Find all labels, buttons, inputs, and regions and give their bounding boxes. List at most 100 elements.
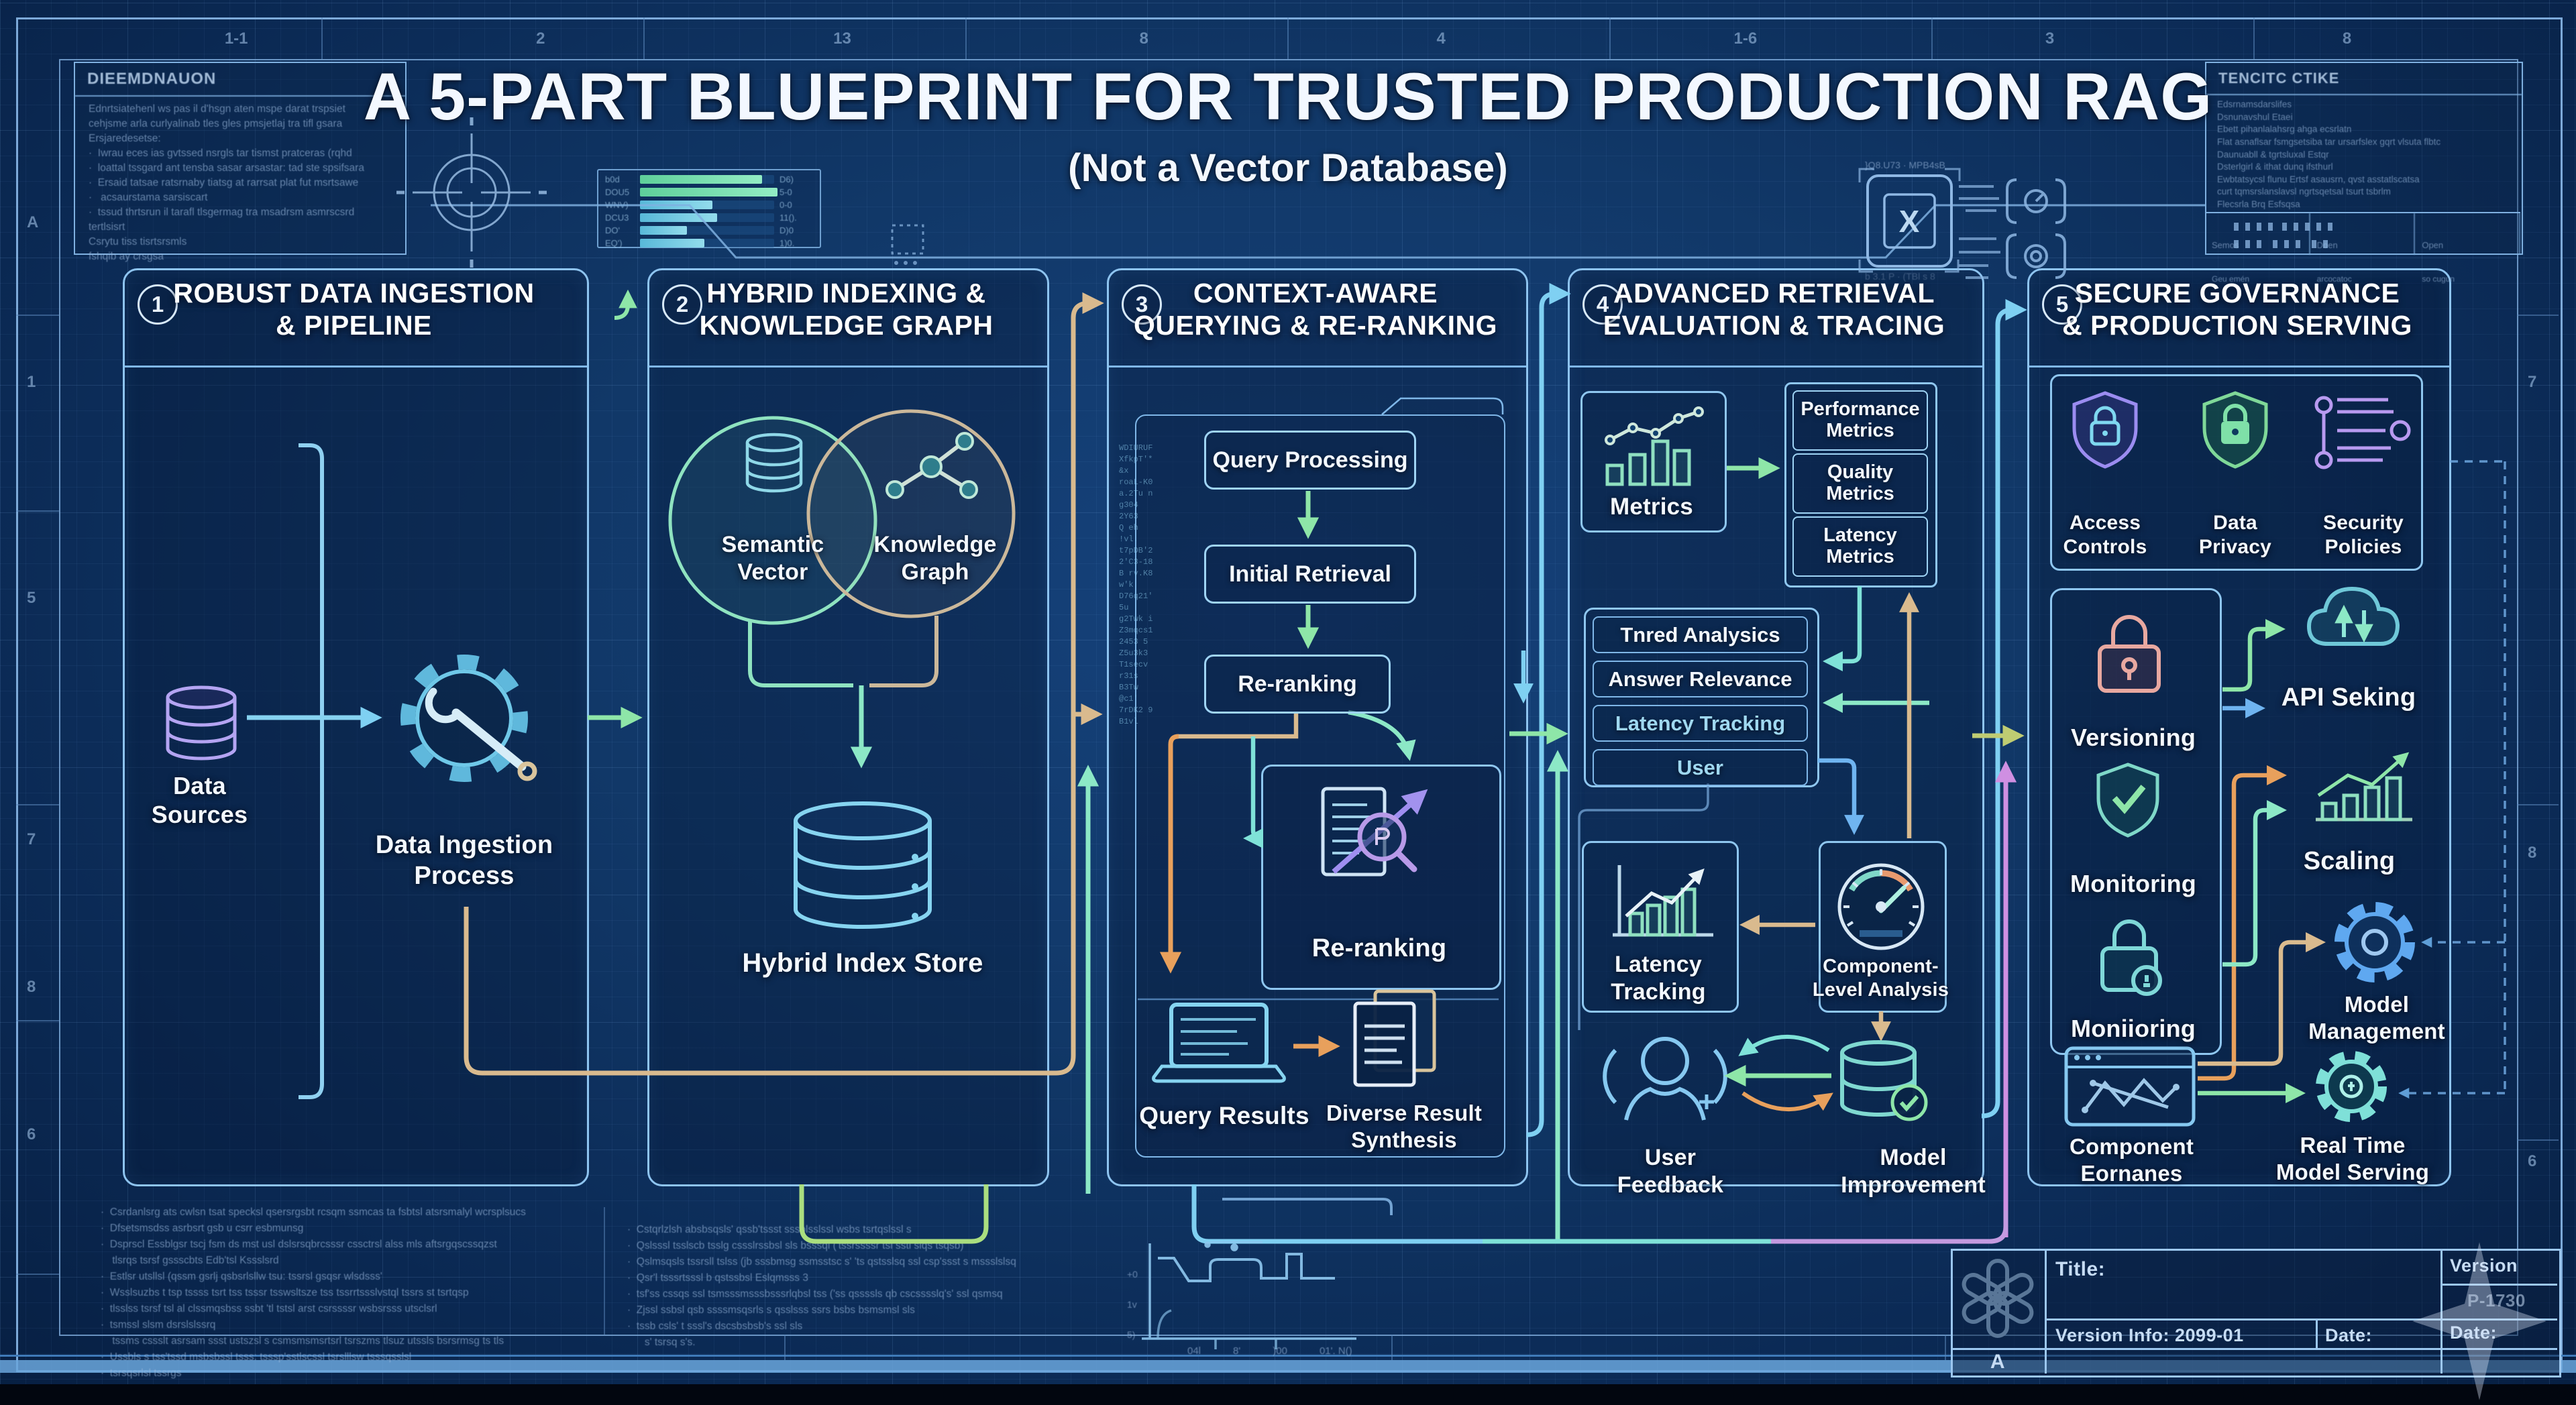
legend-bar-track (640, 213, 774, 222)
panel-3-number: 3 (1122, 284, 1162, 325)
analysis-list-box (1584, 608, 1819, 787)
panel-5-title: SECURE GOVERNANCE& PRODUCTION SERVING (2062, 278, 2412, 341)
ruler-top-label: 13 (833, 30, 851, 48)
page-subtitle: (Not a Vector Database) (1068, 146, 1508, 190)
title-block (1951, 1249, 2561, 1378)
panel-2-indexing (647, 268, 1049, 1186)
legend-bar-track (640, 200, 774, 209)
label-moniioring: Moniioring (2071, 1015, 2196, 1042)
notes-box-top-right-cells: Semos Geu emén Doen arcocatoc Open so cu… (2205, 212, 2521, 284)
legend-bar-row: b0d D6) (605, 174, 794, 184)
legend-bar-track (640, 187, 777, 196)
panel-3-header-divider (1109, 366, 1526, 368)
ruler-right-label: 6 (2528, 1152, 2537, 1170)
node-re-ranking: Re-ranking (1204, 655, 1391, 714)
footnotes-divider (604, 1207, 605, 1335)
title-block-version-value: P-1730 (2467, 1290, 2526, 1310)
ruler-left-label: A (27, 213, 39, 231)
ruler-left-label: 6 (27, 1125, 36, 1143)
panel-5-number: 5 (2042, 284, 2082, 325)
ruler-top: 1-1 2 13 8 4 1-6 3 8 (80, 23, 2496, 55)
label-component-level-analysis: Component-Level Analysis (1812, 956, 1949, 1001)
analysis-list-row: Tnred Analysics (1593, 616, 1808, 653)
page-title: A 5-PART BLUEPRINT FOR TRUSTED PRODUCTIO… (363, 59, 2213, 133)
label-monitoring: Monitoring (2070, 870, 2196, 897)
legend-bar-row: DOU5 5-0 (605, 186, 792, 197)
bottom-band (0, 1360, 2576, 1373)
ruler-right-label: 8 (2528, 844, 2537, 862)
legend-bar (640, 200, 712, 209)
label-re-ranking-detail: Re-ranking (1311, 934, 1447, 962)
legend-bar-track (640, 174, 774, 184)
legend-bar-row: EQ') 1)0. (605, 237, 795, 248)
ruler-top-label: 8 (2342, 30, 2352, 48)
panel-2-title: HYBRID INDEXING &KNOWLEDGE GRAPH (699, 278, 994, 341)
panel-4-header-divider (1570, 366, 1982, 368)
legend-bar-row: DO' D)0 (605, 225, 794, 235)
title-block-revision: A (1990, 1351, 2006, 1373)
panel-4-number: 4 (1582, 284, 1623, 325)
analysis-list-row: User (1593, 749, 1808, 786)
ruler-top-label: 2 (536, 30, 545, 48)
ruler-right-label: 7 (2528, 373, 2537, 391)
ruler-left-label: 1 (27, 373, 36, 391)
footnotes-column-2: · Cstqrlzlsh absbsqsls' qssb'tssst sssbl… (627, 1224, 1016, 1349)
bottom-black-strip (0, 1384, 2576, 1405)
legend-bar (640, 238, 704, 247)
title-block-h2 (2045, 1318, 2557, 1320)
ruler-top-label: 1-1 (224, 30, 248, 48)
title-block-date-label-2: Date: (2450, 1323, 2498, 1343)
ruler-left-label: 7 (27, 830, 36, 848)
ruler-top-label: 1-6 (1733, 30, 1758, 48)
node-initial-retrieval: Initial Retrieval (1204, 545, 1416, 604)
legend-bar (640, 213, 717, 222)
title-block-v3 (2316, 1318, 2318, 1348)
re-ranking-detail-box (1261, 765, 1501, 990)
label-api-seking: API Seking (2281, 683, 2416, 712)
title-block-version-info: Version Info: 2099-01 (2055, 1325, 2244, 1345)
notes-box-top-right-title: TENCITC CTIKE (2206, 63, 2522, 95)
chip-bottom-text: b 3.1 P · (TBl s 8 (1865, 271, 1935, 282)
ops-left-box (2050, 588, 2222, 1055)
ruler-top-label: 3 (2045, 30, 2055, 48)
ruler-top-label: 4 (1436, 30, 1446, 48)
node-query-processing: Query Processing (1204, 431, 1416, 490)
title-block-version-label: Version (2450, 1255, 2518, 1276)
panel-1-header-divider (125, 366, 587, 368)
label-hybrid-index-store: Hybrid Index Store (742, 948, 983, 978)
footnotes-column-1: · Csrdanlsrg ats cwlsn tsat specksl qser… (101, 1206, 526, 1380)
label-versioning: Versioning (2070, 724, 2196, 751)
panel-5-header-divider (2029, 366, 2449, 368)
panel-3-querying (1107, 268, 1528, 1186)
title-block-v2 (2440, 1249, 2443, 1373)
panel-1-number: 1 (138, 284, 178, 325)
title-block-title-label: Title: (2055, 1258, 2106, 1280)
ruler-top-label: 8 (1139, 30, 1148, 48)
label-scaling: Scaling (2303, 847, 2396, 875)
legend-bar-track (640, 238, 774, 247)
title-block-date-label: Date: (2325, 1325, 2373, 1345)
legend-bar-row: DCU3 11(). (605, 212, 797, 223)
label-query-results: Query Results (1139, 1102, 1309, 1129)
